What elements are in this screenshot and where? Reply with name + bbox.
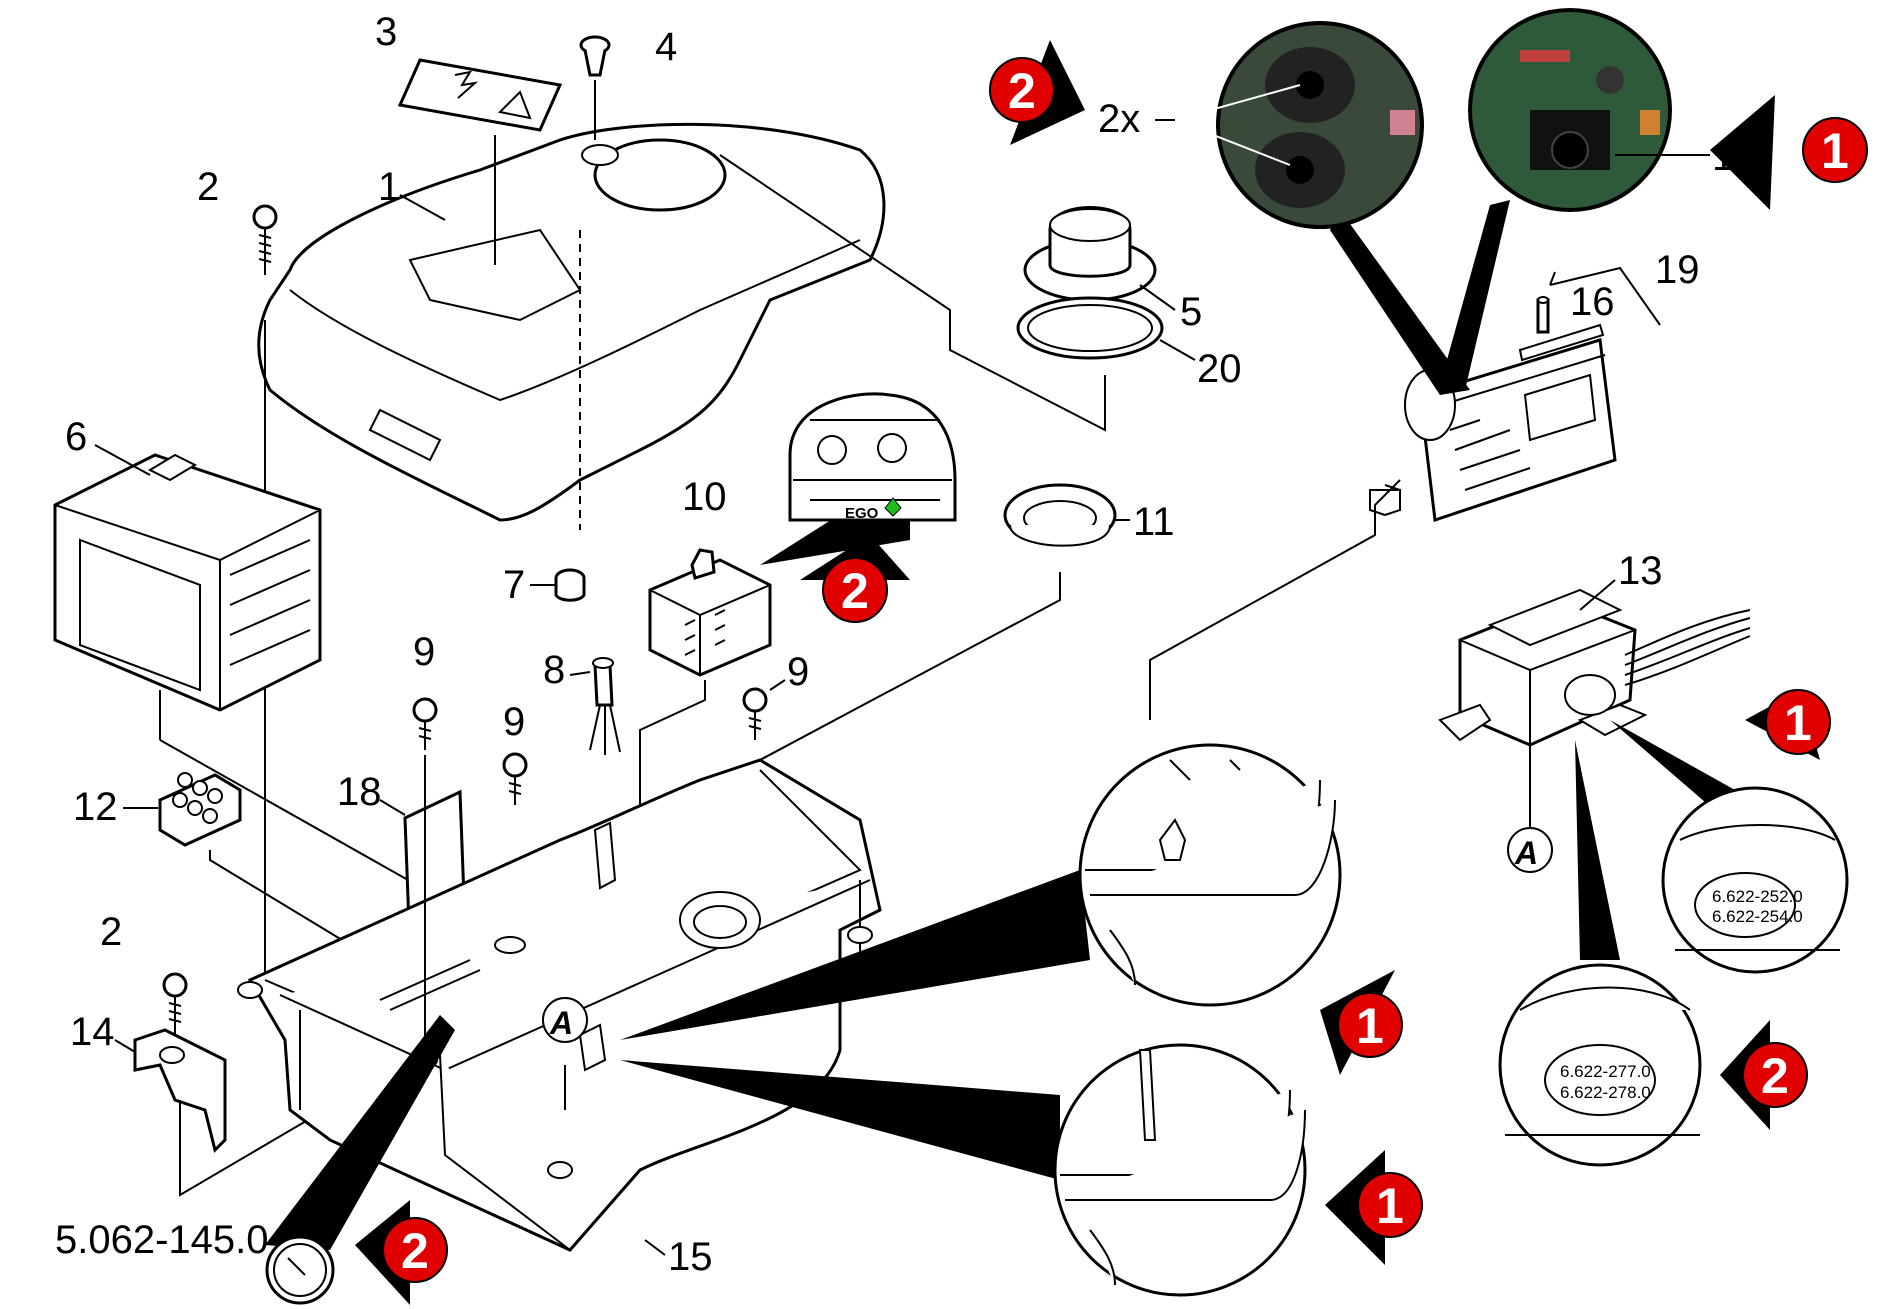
label-lower-magnifier: 6.622-277.0 6.622-278.0 [1498,740,1702,1167]
badge-2-top-left: 2 [989,40,1085,145]
screw-9-middle [502,752,528,805]
label-15: 15 [668,1235,713,1279]
svg-text:6.622-278.0: 6.622-278.0 [1560,1083,1651,1102]
label-20: 20 [1197,347,1242,391]
badge-2-mid: 2 [800,535,910,623]
screw-bottom-part [162,972,188,1035]
marker-a-housing: A [542,997,588,1043]
label-2-bottom: 2 [100,910,122,954]
label-18: 18 [337,770,382,814]
housing-detail-magnifier-lower [620,1043,1307,1297]
svg-text:2: 2 [1008,63,1036,119]
badge-1-center-lower: 1 [1325,1150,1423,1265]
cover-part [257,122,886,530]
badge-1-right: 1 [1745,689,1831,760]
contactor-part [53,453,471,916]
sensor-2x-magnifier [1155,21,1470,395]
svg-text:EGO: EGO [845,505,879,522]
label-10: 10 [682,475,727,519]
nut-part [554,568,586,602]
label-3: 3 [375,10,397,54]
badge-2-bottom: 2 [355,1200,448,1305]
marker-a-transformer: A [1507,827,1553,873]
svg-text:2: 2 [1761,1048,1789,1104]
label-6: 6 [65,415,87,459]
circuit-board-part [1369,323,1617,523]
sensor-part [589,657,621,755]
label-13: 13 [1618,549,1663,593]
label-12: 12 [73,785,118,829]
o-ring-part [1016,296,1164,360]
svg-text:1: 1 [1784,695,1812,751]
label-7: 7 [503,563,525,607]
label-19: 19 [1655,248,1700,292]
svg-text:A: A [549,1005,573,1041]
svg-text:1: 1 [1821,123,1849,179]
ego-detail-magnifier: EGO [760,392,957,565]
badge-2-right: 2 [1720,1020,1808,1130]
label-16: 16 [1570,280,1615,324]
label-2-top: 2 [197,165,219,209]
svg-text:A: A [1514,835,1538,871]
gauge-part [265,1015,455,1305]
badge-1-top-right: 1 [1710,95,1868,210]
label-14: 14 [70,1010,115,1054]
sealing-cap-part [1023,206,1157,302]
grommet-part [759,483,1117,1020]
switch-part [639,548,772,945]
svg-text:2: 2 [401,1223,429,1279]
housing-detail-magnifier-upper [620,743,1342,1040]
svg-text:1: 1 [1356,998,1384,1054]
qty-2x: 2x [1098,97,1140,141]
screw-9-right [742,687,768,740]
badge-1-center-upper: 1 [1320,970,1403,1075]
label-8: 8 [543,648,565,692]
svg-text:6.622-277.0: 6.622-277.0 [1560,1062,1651,1081]
fuse-part [1536,296,1550,334]
svg-text:1: 1 [1376,1178,1404,1234]
label-9-middle: 9 [503,700,525,744]
svg-text:6.622-254.0: 6.622-254.0 [1712,907,1803,926]
part-number-gauge: 5.062-145.0 [55,1218,269,1262]
screw-9-left [412,697,438,1050]
svg-text:2: 2 [841,563,869,619]
warning-label-part [397,58,563,265]
label-9-right: 9 [787,650,809,694]
plug-part [579,35,611,140]
label-9-left: 9 [413,630,435,674]
sensor-1x-magnifier [1440,8,1710,390]
label-4: 4 [655,25,677,69]
svg-text:6.622-252.0: 6.622-252.0 [1712,887,1803,906]
label-5: 5 [1180,290,1202,334]
label-1: 1 [378,165,400,209]
label-upper-magnifier: 6.622-252.0 6.622-254.0 [1610,720,1849,974]
label-11: 11 [1133,500,1175,544]
bracket-part [133,1028,411,1197]
